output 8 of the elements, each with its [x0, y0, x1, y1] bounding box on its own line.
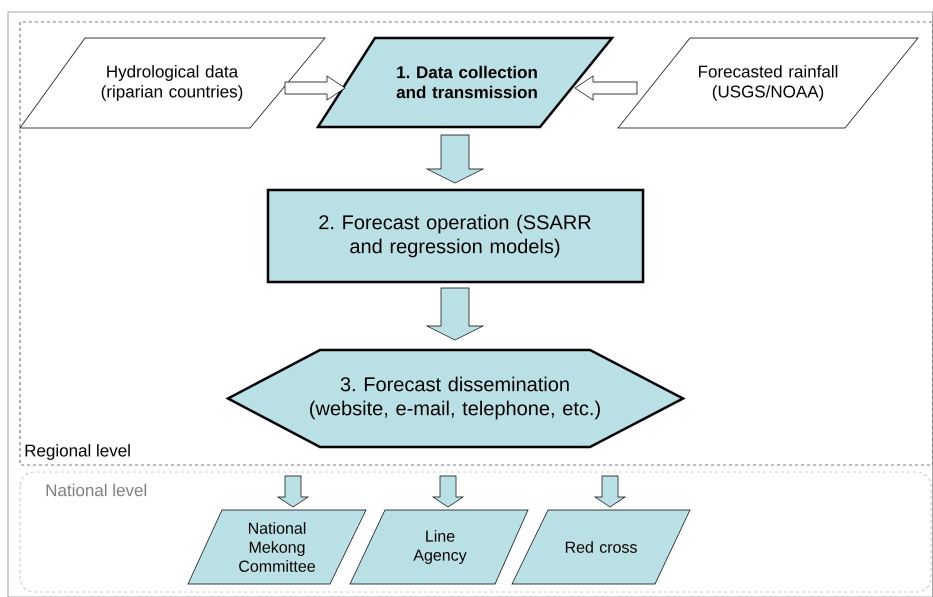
block-arrow	[426, 134, 484, 184]
block-arrow	[276, 476, 310, 508]
block-arrow	[594, 476, 626, 508]
process-box: 2. Forecast operation (SSARR and regression models)	[266, 188, 644, 284]
block-arrow	[574, 75, 638, 101]
block-arrow	[432, 476, 464, 508]
block-arrow	[426, 288, 484, 340]
block-arrow	[284, 75, 346, 101]
